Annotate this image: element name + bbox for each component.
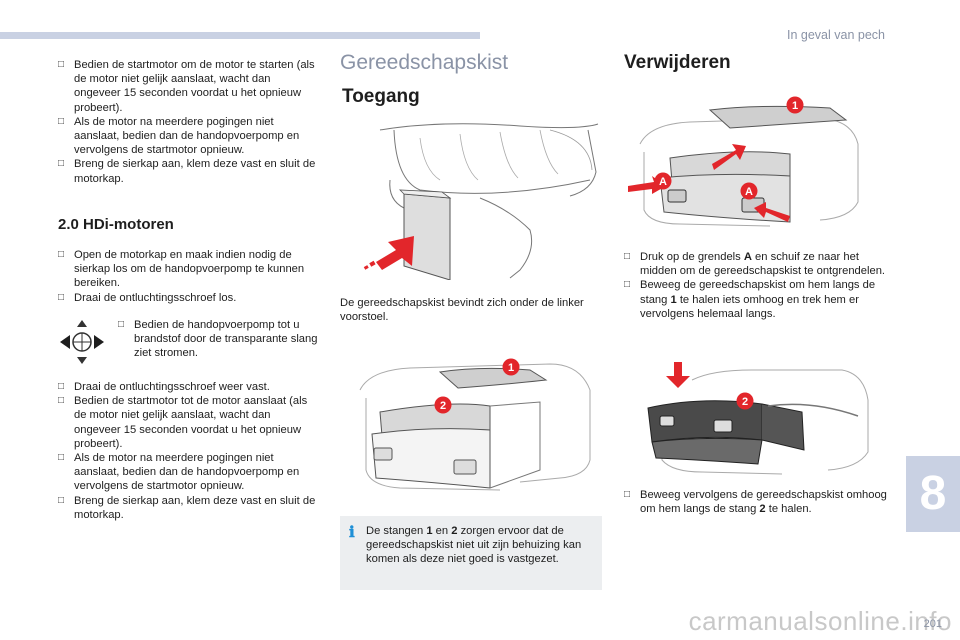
final-bullets: □Draai de ontluchtingsschroef weer vast.…	[58, 380, 320, 522]
callout-2: 2	[434, 396, 452, 414]
square-bullet-icon: □	[58, 381, 65, 392]
square-bullet-icon: □	[624, 489, 631, 500]
toolbox-title: Gereedschapskist	[340, 51, 509, 74]
square-bullet-icon: □	[58, 395, 65, 407]
page-number: 201	[923, 618, 942, 630]
square-bullet-icon: □	[58, 59, 65, 70]
header-bar	[0, 32, 480, 39]
list-item: □Open de motorkap en maak indien nodig d…	[58, 249, 305, 290]
callout-a-right: A	[740, 182, 758, 200]
square-bullet-icon: □	[624, 279, 631, 291]
square-bullet-icon: □	[58, 249, 65, 260]
callout-label: 1	[508, 362, 514, 374]
callout-label: 1	[792, 100, 798, 112]
removal-illustration-1	[620, 94, 864, 234]
square-bullet-icon: □	[624, 251, 631, 262]
list-item: □Druk op de grendels A en schuif ze naar…	[624, 251, 886, 278]
square-bullet-icon: □	[58, 494, 65, 506]
hdi-bullets: □Open de motorkap en maak indien nodig d…	[58, 248, 320, 305]
list-item: □Breng de sierkap aan, klem deze vast en…	[58, 494, 316, 521]
toolbox-illustration	[340, 350, 602, 500]
hand-pump-icon	[58, 318, 106, 366]
callout-label: A	[659, 176, 667, 188]
chapter-number: 8	[919, 467, 947, 520]
square-bullet-icon: □	[118, 319, 125, 330]
square-bullet-icon: □	[58, 158, 65, 170]
watermark: carmanualsonline.info	[688, 606, 952, 636]
square-bullet-icon: □	[58, 291, 65, 303]
list-item: □Bedien de handopvoerpomp tot u brandsto…	[118, 319, 318, 360]
final-step: □Beweeg vervolgens de gereedschapskist o…	[624, 488, 894, 516]
list-item: □Breng de sierkap aan, klem deze vast en…	[58, 158, 316, 185]
list-item: □Bedien de startmotor tot de motor aansl…	[58, 395, 308, 450]
list-item: □Beweeg de gereedschapskist om hem langs…	[624, 279, 876, 320]
seat-illustration	[360, 120, 602, 280]
callout-label: 2	[742, 396, 748, 408]
note-text: De stangen 1 en 2 zorgen ervoor dat de g…	[366, 525, 582, 566]
callout-1: 1	[502, 358, 520, 376]
list-item: □Bedien de startmotor om de motor te sta…	[58, 59, 315, 114]
intro-bullets: □Bedien de startmotor om de motor te sta…	[58, 58, 320, 186]
hdi-heading: 2.0 HDi-motoren	[58, 216, 174, 233]
list-item: □Draai de ontluchtingsschroef los.	[58, 291, 237, 304]
info-note: ℹ De stangen 1 en 2 zorgen ervoor dat de…	[340, 516, 602, 590]
callout-2: 2	[736, 392, 754, 410]
callout-a-left: A	[654, 172, 672, 190]
chapter-tab: 8	[906, 456, 960, 532]
callout-label: 2	[440, 400, 446, 412]
location-text: De gereedschapskist bevindt zich onder d…	[340, 297, 584, 324]
red-arrow-icon	[362, 232, 418, 272]
list-item: □Als de motor na meerdere pogingen niet …	[58, 115, 300, 157]
section-title: In geval van pech	[787, 28, 885, 42]
list-item: □Draai de ontluchtingsschroef weer vast.	[58, 381, 270, 393]
square-bullet-icon: □	[58, 452, 65, 464]
list-item: □Beweeg vervolgens de gereedschapskist o…	[624, 489, 887, 516]
pump-bullet: □Bedien de handopvoerpomp tot u brandsto…	[118, 318, 318, 361]
removal-illustration-2	[632, 360, 876, 480]
callout-label: A	[745, 186, 753, 198]
info-icon: ℹ	[349, 524, 355, 541]
access-heading: Toegang	[342, 86, 420, 107]
list-item: □Als de motor na meerdere pogingen niet …	[58, 452, 300, 493]
square-bullet-icon: □	[58, 115, 65, 127]
removal-steps: □Druk op de grendels A en schuif ze naar…	[624, 250, 894, 321]
callout-1: 1	[786, 96, 804, 114]
removal-heading: Verwijderen	[624, 52, 731, 73]
